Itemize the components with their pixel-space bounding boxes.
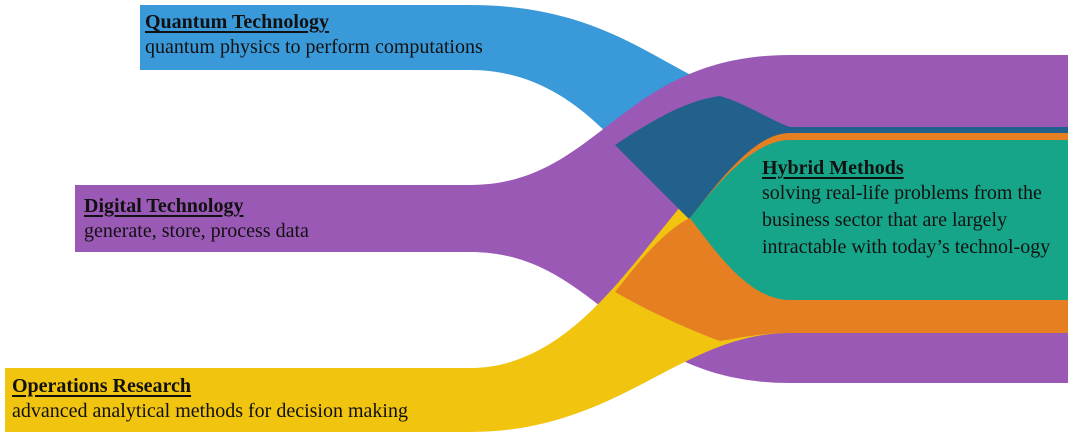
hybrid-overlap <box>690 140 1068 300</box>
operations-research-title: Operations Research <box>12 375 192 397</box>
operations-research-label: Operations Research advanced analytical … <box>12 376 408 421</box>
digital-technology-label: Digital Technology generate, store, proc… <box>84 196 309 241</box>
hybrid-methods-label: Hybrid Methods solving real-life problem… <box>762 158 1074 261</box>
quantum-technology-label: Quantum Technology quantum physics to pe… <box>145 12 483 57</box>
digital-technology-description: generate, store, process data <box>84 220 309 242</box>
hybrid-methods-description: solving real-life problems from the busi… <box>762 182 1051 258</box>
quantum-technology-title: Quantum Technology <box>145 11 329 33</box>
hybrid-methods-title: Hybrid Methods <box>762 157 904 179</box>
operations-research-description: advanced analytical methods for decision… <box>12 400 408 422</box>
quantum-technology-description: quantum physics to perform computations <box>145 36 483 58</box>
digital-technology-title: Digital Technology <box>84 195 244 217</box>
